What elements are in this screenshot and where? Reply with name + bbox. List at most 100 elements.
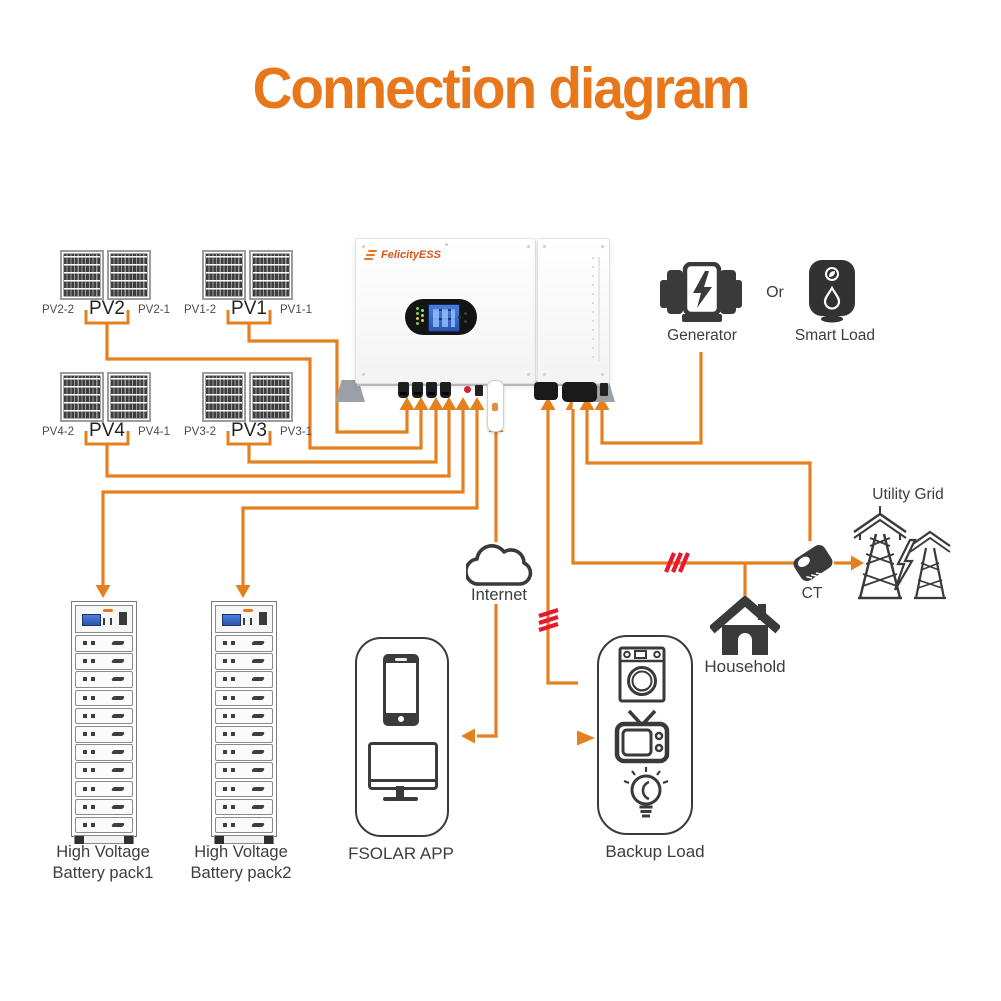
battery-rack-1 (71, 601, 137, 845)
battery-module (215, 707, 273, 725)
battery-lcd (82, 614, 101, 626)
inverter-brand-logo: FelicityESS (368, 249, 441, 261)
bulb-icon (623, 767, 669, 818)
battery-module (75, 725, 133, 743)
pv-array-pv3: PV3-2 PV3 PV3-1 (180, 372, 330, 444)
screw-icon (543, 245, 546, 248)
wire-pv2 (105, 323, 429, 450)
battery-module (75, 635, 133, 652)
wire-ct-sense (579, 397, 812, 541)
battery-module (75, 762, 133, 779)
monitor-icon (368, 742, 438, 790)
battery-module (215, 816, 273, 834)
tv-icon (614, 709, 670, 764)
battery-module (215, 635, 273, 652)
com-port-icon (475, 385, 483, 396)
solar-panel-icon (202, 372, 246, 422)
ac-connector-icon (562, 382, 597, 402)
pv-connector-icon (412, 382, 423, 398)
pv-connector-icon (440, 382, 451, 398)
smart-load-label: Smart Load (794, 327, 876, 344)
pv-string-label: PV2-1 (138, 304, 170, 316)
solar-panel-icon (249, 250, 293, 300)
phone-icon (383, 654, 419, 726)
battery-module (75, 671, 133, 688)
wire-grid (565, 397, 864, 596)
pv-string-label: PV1-2 (184, 304, 216, 316)
battery-rack-2 (211, 601, 277, 845)
solar-panel-icon (60, 372, 104, 422)
internet-label: Internet (471, 586, 527, 604)
display-buttons (464, 312, 467, 315)
battery-module (75, 816, 133, 834)
monitor-base (383, 797, 418, 801)
battery-module (75, 780, 133, 798)
inverter-display (405, 299, 477, 335)
battery-module (215, 689, 273, 707)
washing-machine-icon (618, 646, 666, 703)
utility-grid-label: Utility Grid (872, 486, 944, 503)
battery-control-module (215, 605, 273, 633)
wire-battery1 (95, 397, 471, 598)
pv-array-pv2: PV2-2 PV2 PV2-1 (38, 250, 188, 322)
battery-module (75, 798, 133, 816)
battery-module (75, 653, 133, 670)
pv-string-label: PV4-2 (42, 426, 74, 438)
pv-array-pv4: PV4-2 PV4 PV4-1 (38, 372, 188, 444)
page-title: Connection diagram (252, 55, 751, 121)
pv-array-pv1: PV1-2 PV1 PV1-1 (180, 250, 330, 322)
battery-module (215, 744, 273, 761)
battery-module (215, 725, 273, 743)
pv-string-label: PV4-1 (138, 426, 170, 438)
generator-label: Generator (667, 327, 737, 344)
battery-pack1-label: High Voltage Battery pack1 (52, 843, 154, 882)
backup-load-label: Backup Load (605, 842, 705, 861)
solar-panel-icon (107, 372, 151, 422)
brand-text: FelicityESS (381, 249, 441, 261)
pv-connector-icon (426, 382, 437, 398)
battery-connector-icon (534, 382, 558, 400)
solar-panel-icon (107, 250, 151, 300)
wire-backup (538, 397, 595, 746)
fsolar-app-label: FSOLAR APP (348, 844, 454, 863)
aux-connector-icon (600, 383, 608, 396)
pv-group-label: PV4 (89, 420, 125, 441)
indicator-dot (464, 386, 471, 393)
household-icon (710, 596, 780, 655)
household-label: Household (704, 657, 786, 676)
inverter-side-panel (537, 238, 610, 384)
ct-icon (793, 544, 833, 582)
battery-module (215, 653, 273, 670)
internet-cloud-icon (466, 544, 533, 586)
pv-group-label: PV2 (89, 298, 125, 319)
battery-module (75, 744, 133, 761)
pv-string-label: PV3-1 (280, 426, 312, 438)
battery-control-module (75, 605, 133, 633)
pv-string-label: PV3-2 (184, 426, 216, 438)
battery-module (215, 798, 273, 816)
smart-load-icon (809, 260, 855, 323)
wire-pv3 (247, 397, 444, 464)
brand-swoosh-icon (368, 250, 377, 252)
lcd-screen (428, 304, 460, 332)
status-leds (416, 307, 419, 310)
battery-pack2-label: High Voltage Battery pack2 (190, 843, 292, 882)
wifi-dongle-icon (487, 380, 504, 432)
monitor-stand (396, 786, 404, 798)
battery-lcd (222, 614, 241, 626)
battery-module (75, 707, 133, 725)
inverter: FelicityESS (333, 236, 618, 451)
utility-grid-icon (853, 506, 951, 600)
wire-generator (594, 352, 703, 445)
solar-panel-icon (60, 250, 104, 300)
pv-group-label: PV3 (231, 420, 267, 441)
wire-pv1 (247, 323, 415, 434)
pv-connector-icon (398, 382, 409, 398)
or-label: Or (766, 284, 784, 301)
solar-panel-icon (202, 250, 246, 300)
pv-group-label: PV1 (231, 298, 267, 319)
battery-module (75, 689, 133, 707)
phone-speaker (395, 657, 407, 661)
pv-string-label: PV1-1 (280, 304, 312, 316)
